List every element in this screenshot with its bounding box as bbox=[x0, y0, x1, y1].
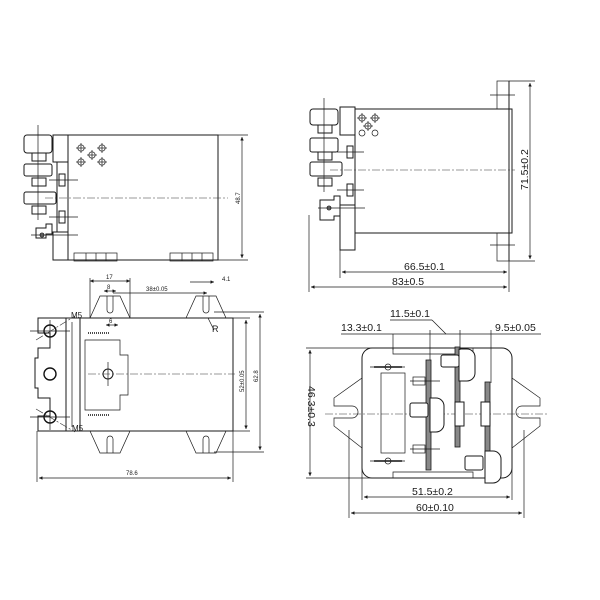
side-view-right: 71.5±0.2 66.5±0.1 83±0.5 bbox=[308, 80, 535, 292]
dim-9-5: 9.5±0.05 bbox=[495, 322, 536, 334]
dim-78-6: 78.6 bbox=[126, 471, 138, 477]
dim-13-3: 13.3±0.1 bbox=[341, 322, 382, 334]
side-view-left: 48.7 bbox=[23, 125, 248, 262]
dim-66-5: 66.5±0.1 bbox=[404, 261, 445, 273]
top-view-right: 13.3±0.1 11.5±0.1 9.5±0.05 46.3±0.3 51.5… bbox=[305, 308, 548, 518]
thread-m5-bottom: M5 bbox=[72, 424, 84, 433]
top-view-left: 17 8 38±0.05 6 4.1 R M5 M5 52±0.05 62.8 … bbox=[30, 275, 264, 482]
dim-46-3: 46.3±0.3 bbox=[305, 386, 317, 427]
dim-60: 60±0.10 bbox=[416, 502, 454, 514]
dim-height-left: 48.7 bbox=[236, 192, 242, 204]
dim-4-1: 4.1 bbox=[222, 277, 231, 283]
dim-38: 38±0.05 bbox=[146, 287, 168, 293]
dim-52: 52±0.05 bbox=[240, 370, 246, 392]
dim-71-5: 71.5±0.2 bbox=[519, 149, 531, 190]
dim-51-5: 51.5±0.2 bbox=[412, 486, 453, 498]
dim-8: 8 bbox=[107, 285, 111, 291]
dim-6: 6 bbox=[109, 319, 113, 325]
dim-radius: R bbox=[212, 324, 219, 334]
dim-11-5: 11.5±0.1 bbox=[390, 308, 430, 320]
thread-m5-top: M5 bbox=[71, 311, 83, 320]
dim-62-8: 62.8 bbox=[254, 370, 260, 382]
dim-17: 17 bbox=[106, 275, 113, 281]
dim-83: 83±0.5 bbox=[392, 276, 424, 288]
